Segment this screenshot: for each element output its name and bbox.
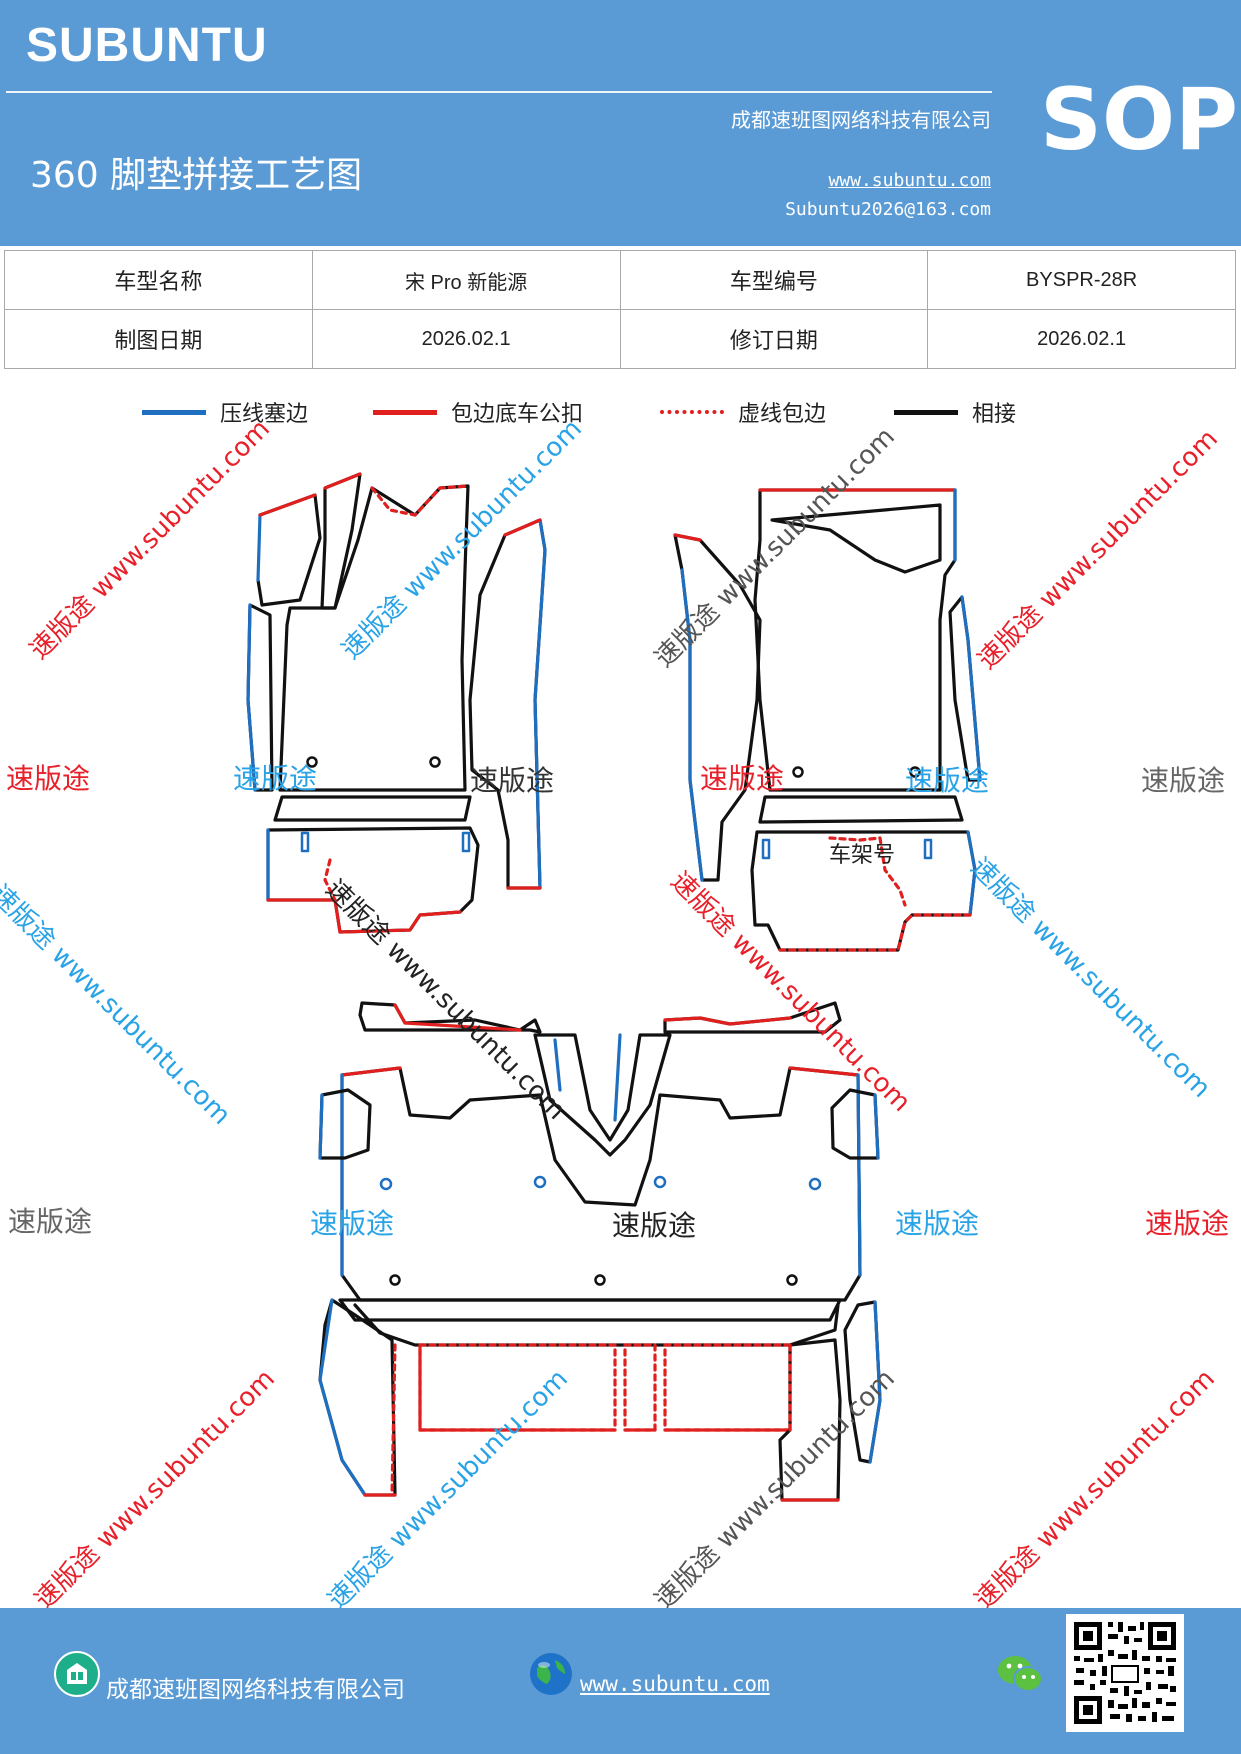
brand-logo: SUBUNTU	[26, 19, 268, 72]
model-code-label: 车型编号	[619, 250, 929, 310]
legend: 压线塞边 包边底车公扣 虚线包边 相接	[0, 396, 1241, 442]
company-logo-icon	[54, 1651, 100, 1697]
page-title: 360 脚垫拼接工艺图	[30, 155, 363, 196]
watermark-text: 速版途	[895, 1207, 980, 1240]
front-right-mat	[673, 488, 982, 952]
watermark-text: 速版途	[8, 1205, 93, 1238]
model-name-value: 宋 Pro 新能源	[311, 250, 621, 310]
revision-date-label: 修订日期	[619, 309, 929, 369]
legend-swatch-red	[373, 409, 437, 415]
watermark-text: 速版途	[470, 764, 555, 797]
draw-date-label: 制图日期	[4, 309, 313, 369]
table-row: 车型名称 宋 Pro 新能源 车型编号 BYSPR-28R	[4, 250, 1236, 310]
watermark-text: 速版途	[1141, 764, 1226, 797]
legend-item: 虚线包边	[660, 396, 826, 428]
info-table: 车型名称 宋 Pro 新能源 车型编号 BYSPR-28R 制图日期 2026.…	[4, 250, 1236, 369]
legend-label: 相接	[972, 402, 1017, 427]
watermark-text: 速版途	[6, 762, 91, 795]
table-row: 制图日期 2026.02.1 修订日期 2026.02.1	[4, 309, 1236, 369]
draw-date-value: 2026.02.1	[311, 309, 621, 369]
website-link[interactable]: www.subuntu.com	[828, 170, 991, 191]
watermark-text: 速版途	[233, 762, 318, 795]
qr-code	[1066, 1614, 1184, 1732]
model-code-value: BYSPR-28R	[927, 250, 1236, 310]
legend-item: 相接	[894, 396, 1016, 428]
footer: 成都速班图网络科技有限公司 www.subuntu.com	[0, 1608, 1241, 1754]
rear-mat	[318, 1001, 882, 1502]
footer-company-name: 成都速班图网络科技有限公司	[106, 1677, 405, 1703]
company-name: 成都速班图网络科技有限公司	[731, 108, 991, 132]
front-left-mat	[246, 472, 547, 934]
header: SUBUNTU 360 脚垫拼接工艺图 成都速班图网络科技有限公司 www.su…	[0, 0, 1241, 246]
revision-date-value: 2026.02.1	[927, 309, 1236, 369]
legend-label: 包边底车公扣	[451, 402, 584, 427]
watermark-text: 速版途	[905, 764, 990, 797]
header-divider	[6, 91, 992, 93]
watermark-text: 速版途	[700, 762, 785, 795]
globe-icon	[530, 1653, 572, 1695]
legend-label: 压线塞边	[220, 402, 309, 427]
email-address: Subuntu2026@163.com	[785, 199, 991, 220]
legend-swatch-black	[894, 409, 958, 415]
watermark-text: 速版途	[1145, 1207, 1230, 1240]
frame-number-label: 车架号	[829, 843, 895, 868]
watermark-text: 速版途	[612, 1209, 697, 1242]
legend-label: 虚线包边	[738, 402, 827, 427]
legend-swatch-red-dotted	[660, 410, 724, 414]
watermark-text: 速版途	[310, 1207, 395, 1240]
sop-badge: SOP	[1040, 70, 1239, 170]
legend-item: 包边底车公扣	[373, 396, 583, 428]
model-name-label: 车型名称	[4, 250, 313, 310]
legend-item: 压线塞边	[142, 396, 308, 428]
footer-website-link[interactable]: www.subuntu.com	[580, 1672, 770, 1696]
floor-mat-diagram: 车架号	[246, 472, 982, 1502]
legend-swatch-blue	[142, 409, 206, 415]
wechat-icon	[998, 1656, 1043, 1692]
